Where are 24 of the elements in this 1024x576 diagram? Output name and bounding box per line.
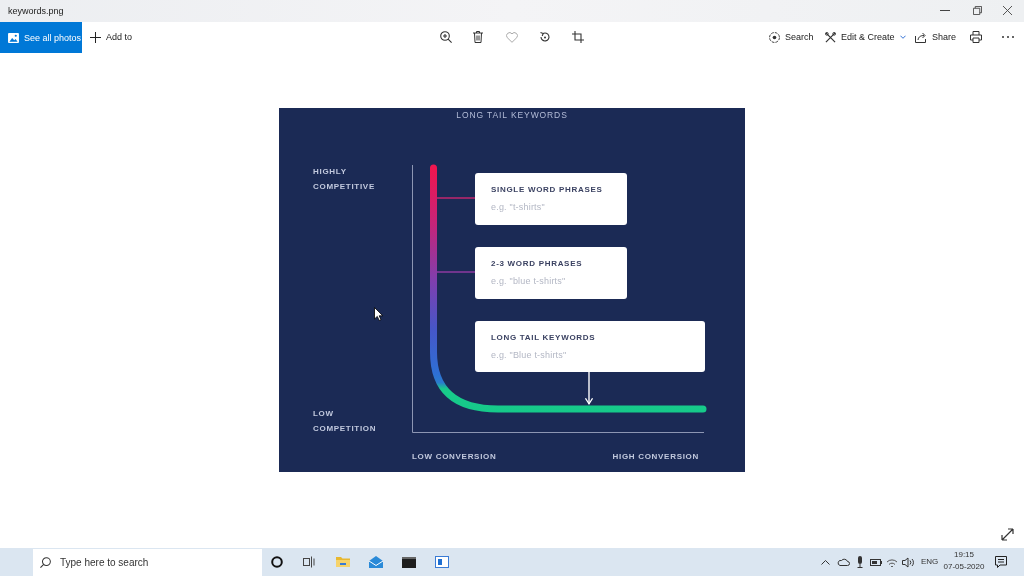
card-heading: 2-3 WORD PHRASES [491, 259, 583, 269]
add-to-label: Add to [90, 30, 133, 44]
card-heading: SINGLE WORD PHRASES [491, 185, 603, 195]
search-label: Search [769, 30, 814, 44]
axis-label: HIGH CONVERSION [612, 451, 699, 463]
leader-line [436, 271, 476, 273]
language-indicator: ENG [921, 557, 939, 566]
see-all-photos-button: See all photos [0, 22, 82, 53]
clock-date: 07-05-2020 [943, 562, 985, 571]
taskbar-search-field: Type here to search [33, 549, 262, 576]
diagram-title: LONG TAIL KEYWORDS [456, 110, 568, 120]
share-label: Share [915, 30, 957, 44]
card-heading: LONG TAIL KEYWORDS [491, 333, 596, 343]
leader-line [436, 197, 476, 199]
arrow [584, 371, 594, 405]
card-example-text: e.g. "blue t-shirts" [491, 276, 566, 287]
clock-time: 19:15 [954, 550, 974, 559]
axis-label: HIGHLY COMPETITIVE [313, 166, 375, 193]
edit-create-label: Edit & Create [825, 30, 906, 44]
axis-label: LOW COMPETITION [313, 408, 377, 435]
card-example-text: e.g. "Blue t-shirts" [491, 350, 567, 361]
card-example-text: e.g. "t-shirts" [491, 202, 545, 213]
axis-label: LOW CONVERSION [412, 451, 497, 463]
window-title: keywords.png [8, 6, 64, 16]
